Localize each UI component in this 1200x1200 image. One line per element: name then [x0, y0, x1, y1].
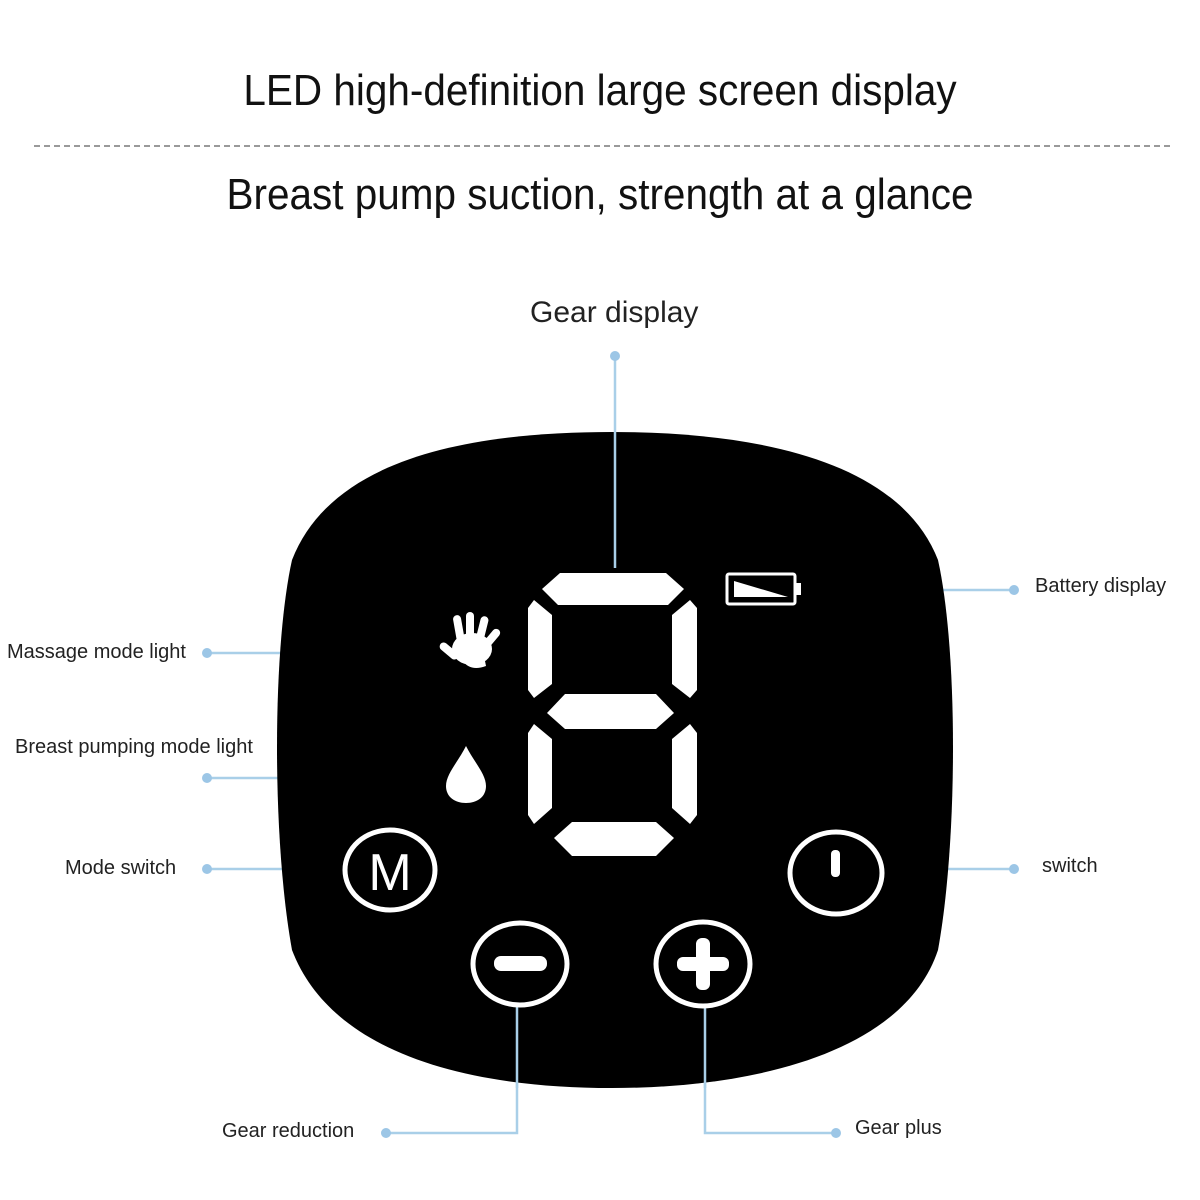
subheadline: Breast pump suction, strength at a glanc…	[226, 170, 974, 219]
gear-reduction-button[interactable]	[470, 920, 570, 1008]
segment-c	[672, 724, 697, 824]
droplet-icon	[446, 746, 486, 803]
dashed-divider	[34, 145, 1170, 147]
power-button[interactable]	[787, 829, 885, 917]
segment-f	[528, 600, 552, 698]
headline: LED high-definition large screen display	[243, 66, 957, 115]
segment-e	[528, 724, 552, 824]
mode-button-letter: M	[368, 844, 411, 902]
plus-icon	[677, 938, 729, 990]
segment-b	[672, 600, 697, 698]
segment-d	[554, 822, 674, 856]
power-icon	[831, 850, 840, 877]
leader-dots	[202, 351, 1019, 1138]
battery-icon	[725, 572, 801, 606]
gear-display-label: Gear display	[530, 296, 699, 329]
gear-digit	[528, 573, 697, 856]
gear-plus-button[interactable]	[653, 919, 753, 1009]
switch-label: switch	[1042, 855, 1098, 877]
battery-display-label: Battery display	[1035, 575, 1167, 597]
segment-a	[542, 573, 684, 605]
gear-reduction-label: Gear reduction	[222, 1120, 355, 1142]
breast-pumping-mode-light-label: Breast pumping mode light	[15, 736, 253, 758]
gear-plus-label: Gear plus	[855, 1117, 942, 1139]
mode-button[interactable]: M	[342, 827, 438, 913]
minus-icon	[494, 956, 547, 971]
massage-mode-light-label: Massage mode light	[7, 641, 186, 663]
hand-icon	[439, 612, 501, 668]
mode-switch-label: Mode switch	[65, 857, 177, 879]
segment-g	[547, 694, 674, 729]
